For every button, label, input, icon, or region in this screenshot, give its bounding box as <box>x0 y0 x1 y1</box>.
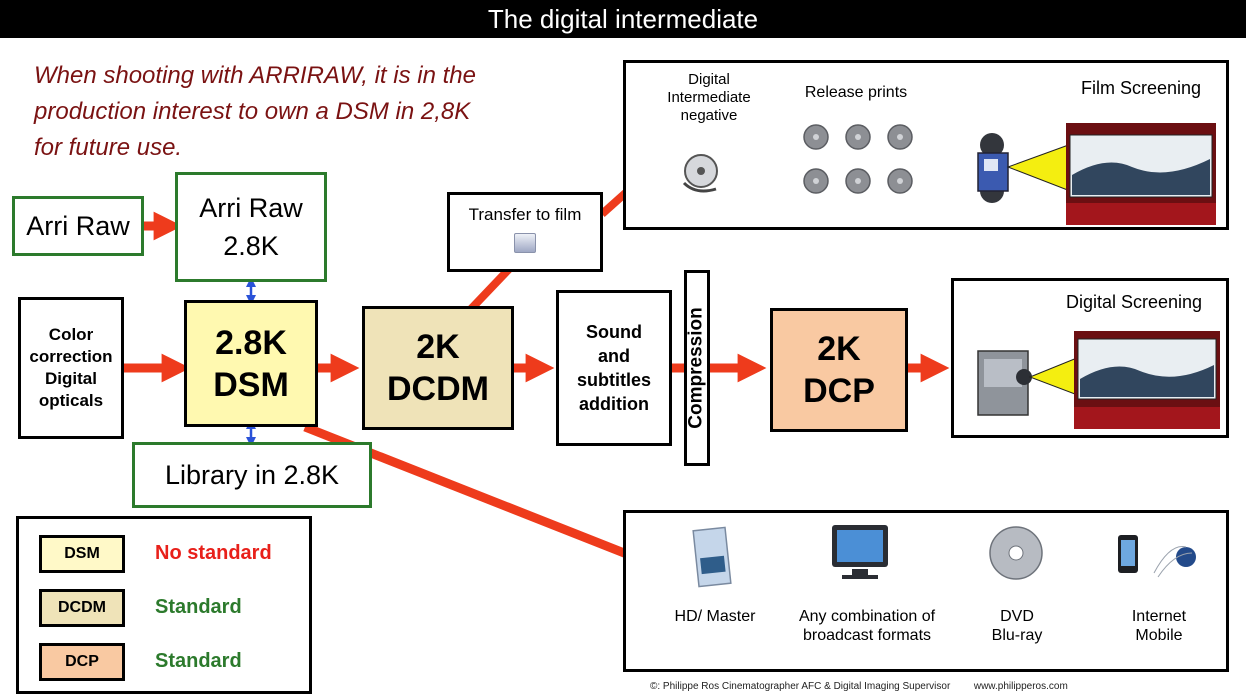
phone-icon <box>1118 535 1138 573</box>
dsm-box: 2.8K DSM <box>184 300 318 427</box>
connector-dcdm-transfer <box>467 265 513 313</box>
negative-reel-icon <box>682 154 718 193</box>
diagram-title: The digital intermediate <box>0 0 1246 38</box>
di-negative-label: Digital Intermediate negative <box>654 71 764 125</box>
film-projector-icon <box>977 133 1009 203</box>
digital-panel-illustration <box>977 331 1220 429</box>
intro-line: production interest to own a DSM in 2,8K <box>34 98 471 125</box>
release-prints-label: Release prints <box>804 84 908 101</box>
sound-line: subtitles <box>576 370 651 390</box>
cc-line: Digital <box>45 369 97 388</box>
broadcast-label: Any combination of broadcast formats <box>782 607 952 645</box>
legend-status-dcdm: Standard <box>155 596 242 618</box>
copyright-text: ©: Philippe Ros Cinematographer AFC & Di… <box>650 681 951 692</box>
dcp-line: 2K <box>817 330 861 368</box>
footer-credit: ©: Philippe Ros Cinematographer AFC & Di… <box>650 681 1068 692</box>
legend-panel: DSM No standard DCDM Standard DCP Standa… <box>16 516 312 694</box>
sound-line: and <box>597 346 630 366</box>
intro-line: When shooting with ARRIRAW, it is in the <box>34 62 476 89</box>
arri-raw-28k-line: 2.8K <box>223 231 279 261</box>
intro-note: When shooting with ARRIRAW, it is in the… <box>34 58 594 166</box>
legend-swatch-dcdm: DCDM <box>39 589 125 627</box>
compression-label: Compression <box>686 307 708 429</box>
television-icon <box>832 525 888 579</box>
digital-screening-label: Digital Screening <box>1065 292 1203 312</box>
dvd-line: Blu-ray <box>991 627 1043 644</box>
film-screening-panel: Digital Intermediate negative Release pr… <box>623 60 1229 230</box>
dcdm-line: DCDM <box>387 370 489 408</box>
dvd-label: DVD Blu-ray <box>972 607 1062 645</box>
website-text: www.philipperos.com <box>973 681 1068 692</box>
dcdm-box: 2K DCDM <box>362 306 514 430</box>
library-label: Library in 2.8K <box>164 459 340 490</box>
legend-swatch-dcp: DCP <box>39 643 125 681</box>
cc-line: Color <box>48 325 94 344</box>
film-recorder-icon <box>514 233 536 253</box>
broadcast-line: Any combination of <box>798 608 936 625</box>
hd-master-tape-icon <box>692 526 732 588</box>
di-negative-line: negative <box>680 107 738 124</box>
disc-icon <box>989 526 1043 580</box>
transfer-label: Transfer to film <box>468 205 582 224</box>
di-negative-line: Intermediate <box>667 89 751 106</box>
di-negative-line: Digital <box>688 71 730 88</box>
globe-icon <box>1153 546 1196 578</box>
color-correction-box: Color correction Digital opticals <box>18 297 124 439</box>
cinema-screen-image <box>1066 123 1216 225</box>
dcdm-line: 2K <box>416 328 460 366</box>
sound-line: Sound <box>586 322 642 342</box>
film-panel-illustration <box>682 123 1216 225</box>
arri-raw-box: Arri Raw <box>12 196 144 256</box>
film-screening-label: Film Screening <box>1080 78 1202 98</box>
cc-line: opticals <box>38 391 104 410</box>
internet-line: Internet <box>1131 608 1187 625</box>
sound-line: addition <box>579 394 649 414</box>
broadcast-line: broadcast formats <box>802 627 932 644</box>
dvd-line: DVD <box>1000 608 1034 625</box>
outputs-panel: HD/ Master Any combination of broadcast … <box>623 510 1229 672</box>
library-box: Library in 2.8K <box>132 442 372 508</box>
legend-status-dsm: No standard <box>155 542 272 564</box>
arri-raw-28k-box: Arri Raw 2.8K <box>175 172 327 282</box>
compression-box: Compression <box>684 270 710 466</box>
dsm-line: DSM <box>213 365 289 404</box>
digital-screening-panel: Digital Screening <box>951 278 1229 438</box>
internet-label: Internet Mobile <box>1104 607 1214 645</box>
intro-line: for future use. <box>34 134 183 161</box>
dsm-line: 2.8K <box>215 323 287 362</box>
sound-subtitles-box: Sound and subtitles addition <box>556 290 672 446</box>
cinema-screen-image <box>1074 331 1220 429</box>
legend-swatch-dsm: DSM <box>39 535 125 573</box>
legend-status-dcp: Standard <box>155 650 242 672</box>
transfer-to-film-box: Transfer to film <box>447 192 603 272</box>
hd-master-label: HD/ Master <box>674 608 756 625</box>
dcp-box: 2K DCP <box>770 308 908 432</box>
internet-line: Mobile <box>1135 627 1183 644</box>
arri-raw-28k-line: Arri Raw <box>199 193 303 223</box>
outputs-illustration <box>692 525 1196 588</box>
cc-line: correction <box>29 347 113 366</box>
dcp-line: DCP <box>803 372 875 410</box>
digital-projector-icon <box>977 350 1032 416</box>
arri-raw-label: Arri Raw <box>26 210 130 241</box>
